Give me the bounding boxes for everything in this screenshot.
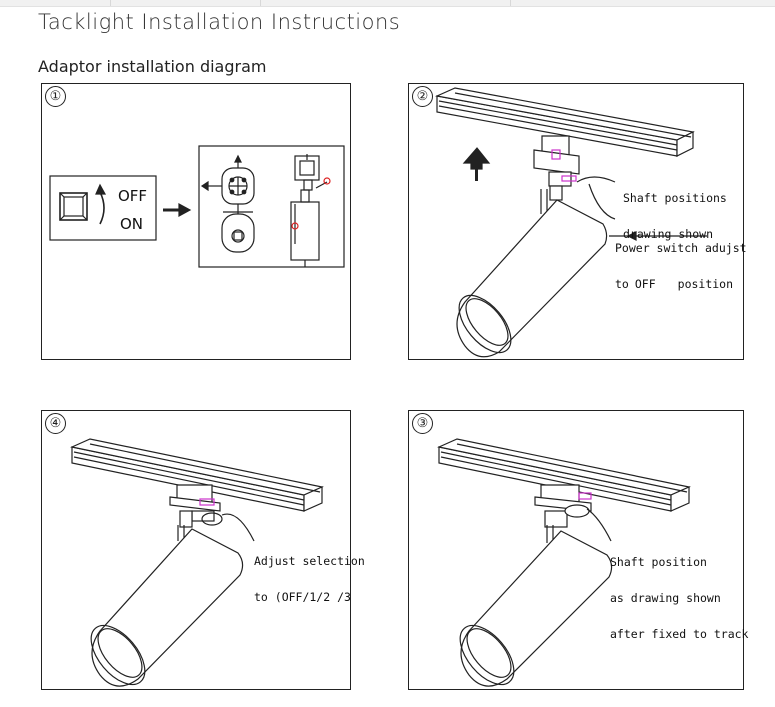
step-number: ② [412, 86, 433, 107]
switch-box [49, 175, 157, 241]
track-adaptor [169, 484, 223, 528]
track-rail [70, 438, 324, 512]
top-tab-strip [0, 0, 775, 7]
document-title: Tacklight Installation Instructions [38, 10, 401, 34]
step-number: ③ [412, 413, 433, 434]
panel-step-3: ③ [408, 410, 748, 690]
on-label: ON [120, 215, 144, 233]
right-arrow-icon [178, 202, 192, 218]
switch-rocker-icon [59, 192, 88, 221]
track-light-diagram [70, 438, 324, 687]
adjust-selection-callout: Adjust selection to (OFF/1/2 /3 [254, 554, 365, 604]
track-light-diagram [437, 438, 691, 687]
adaptor-front-view [200, 154, 255, 253]
lamp-body [456, 189, 608, 358]
track-adaptor [534, 484, 592, 528]
adaptor-diagram [49, 145, 345, 268]
panel-step-1: ① [41, 83, 351, 360]
step-number: ① [45, 86, 66, 107]
shaft-position-callout: Shaft positions drawing shown [623, 191, 727, 241]
lamp-body [459, 525, 613, 687]
track-rail [434, 87, 695, 157]
panel-step-4: ④ [41, 410, 365, 690]
shaft-position-callout: Shaft position as drawing shown after fi… [610, 555, 749, 641]
lamp-body [90, 525, 244, 687]
track-adaptor [533, 135, 580, 201]
track-light-diagram [434, 87, 707, 358]
tab-strip-segment [110, 0, 261, 6]
off-label: OFF [118, 187, 148, 205]
step-number: ④ [45, 413, 66, 434]
up-arrow-icon [462, 147, 491, 181]
section-title: Adaptor installation diagram [38, 57, 267, 76]
curved-arrow-icon [99, 191, 105, 225]
panel-step-2: ② [408, 83, 747, 360]
adaptor-frame [198, 145, 345, 268]
adaptor-side-view [290, 154, 331, 267]
track-rail [437, 438, 691, 512]
tab-strip-segment [0, 0, 111, 6]
tab-strip-segment [260, 0, 511, 6]
